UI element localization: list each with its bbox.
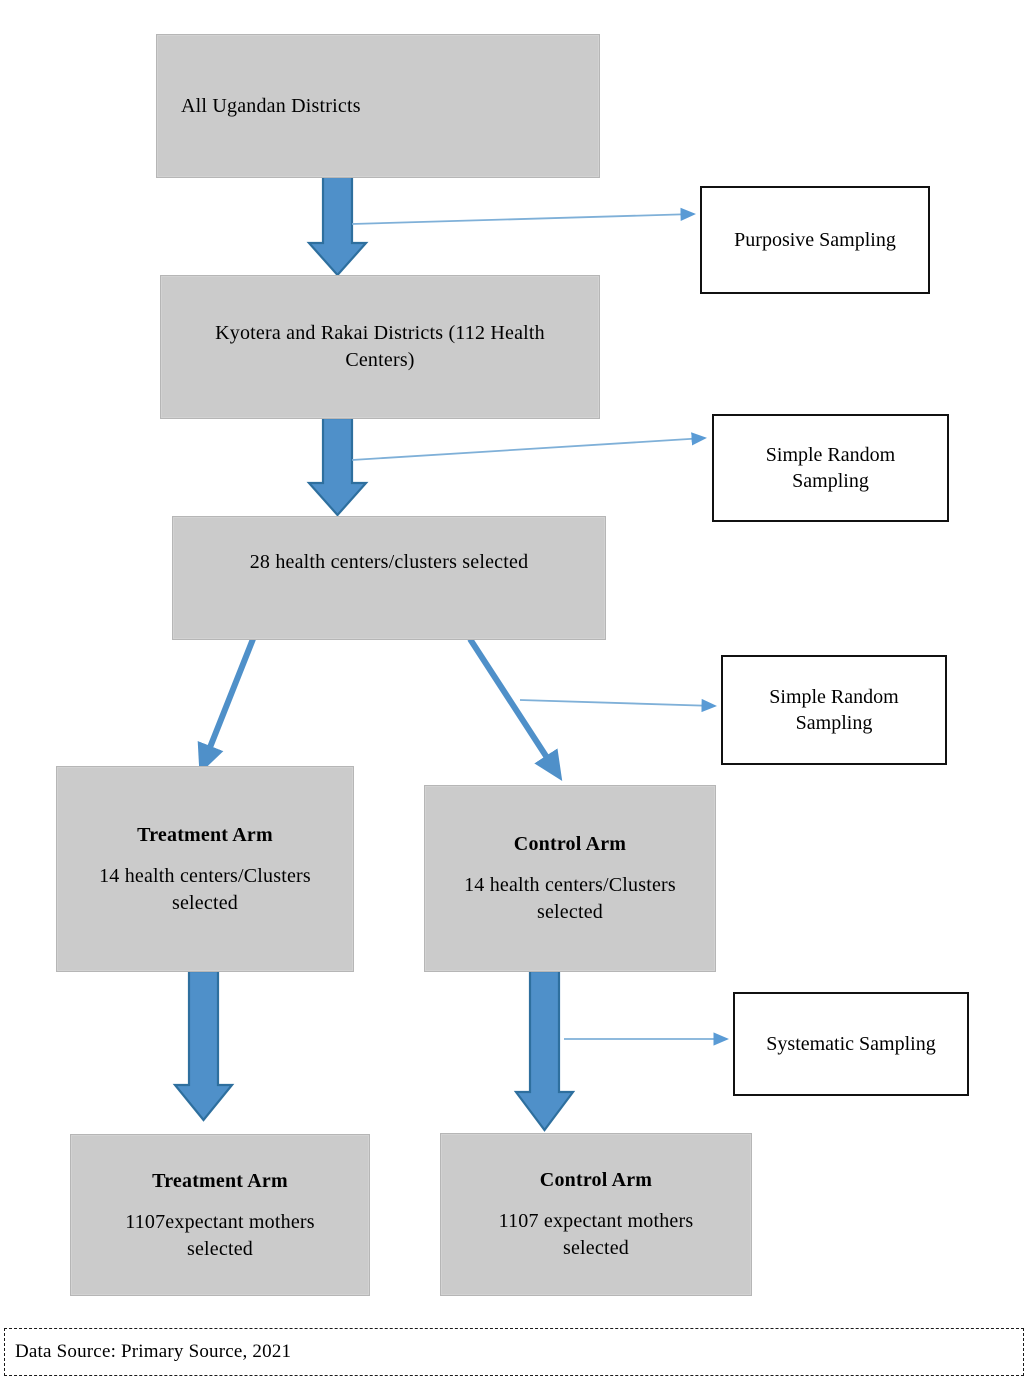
sampling-box-simple-random-1-line-1: Simple Random	[765, 444, 896, 466]
block-arrow-kyotera-to-clusters	[306, 416, 369, 517]
node-control-arm-clusters-heading: Control Arm	[513, 833, 627, 855]
thin-arrow-to-purposive-sampling	[351, 207, 696, 225]
node-28-clusters-selected: 28 health centers/clusters selected	[172, 516, 606, 640]
node-control-arm-clusters-line-2: selected	[536, 901, 603, 923]
node-treatment-arm-clusters-heading: Treatment Arm	[137, 823, 273, 846]
node-control-arm-mothers-line-1: 1107 expectant mothers	[498, 1210, 694, 1232]
block-arrow-districts-to-kyotera	[306, 174, 369, 277]
node-control-arm-mothers: Control Arm 1107 expectant mothers selec…	[440, 1133, 752, 1296]
node-treatment-arm-mothers: Treatment Arm 1107expectant mothers sele…	[70, 1134, 370, 1296]
sampling-box-simple-random-2: Simple Random Sampling	[721, 655, 947, 765]
node-treatment-arm-clusters-line-1: 14 health centers/Clusters	[99, 864, 311, 887]
line-arrow-clusters-to-treatment	[197, 637, 256, 774]
node-treatment-arm-mothers-heading: Treatment Arm	[152, 1169, 288, 1192]
node-kyotera-rakai-districts-line-2: Centers)	[345, 349, 415, 371]
node-treatment-arm-mothers-line-1: 1107expectant mothers	[125, 1210, 315, 1233]
sampling-box-systematic: Systematic Sampling	[733, 992, 969, 1096]
block-arrow-treatment-to-mothers	[172, 969, 235, 1122]
thin-arrow-to-simple-random-1	[351, 432, 707, 461]
node-control-arm-clusters-line-1: 14 health centers/Clusters	[464, 874, 676, 896]
data-source-note-text: Data Source: Primary Source, 2021	[15, 1341, 292, 1362]
sampling-box-simple-random-2-line-2: Sampling	[795, 712, 873, 734]
node-kyotera-rakai-districts: Kyotera and Rakai Districts (112 Health …	[160, 275, 600, 419]
sampling-box-purposive-line-1: Purposive Sampling	[734, 229, 896, 251]
node-treatment-arm-clusters-line-2: selected	[171, 891, 238, 914]
sampling-box-simple-random-2-line-1: Simple Random	[769, 686, 899, 708]
line-arrow-clusters-to-control	[467, 637, 563, 782]
node-kyotera-rakai-districts-line-1: Kyotera and Rakai Districts (112 Health	[215, 322, 545, 344]
node-all-ugandan-districts: All Ugandan Districts	[156, 34, 600, 178]
sampling-box-systematic-line-1: Systematic Sampling	[766, 1033, 936, 1055]
sampling-box-simple-random-1: Simple Random Sampling	[712, 414, 949, 522]
sampling-box-simple-random-1-line-2: Sampling	[792, 470, 869, 492]
node-28-clusters-selected-line-1: 28 health centers/clusters selected	[249, 551, 529, 573]
node-treatment-arm-clusters: Treatment Arm 14 health centers/Clusters…	[56, 766, 354, 972]
block-arrow-control-to-mothers	[513, 969, 576, 1132]
data-source-note: Data Source: Primary Source, 2021	[4, 1328, 1024, 1376]
node-treatment-arm-mothers-line-2: selected	[186, 1237, 253, 1260]
node-control-arm-mothers-line-2: selected	[562, 1237, 629, 1259]
node-control-arm-clusters: Control Arm 14 health centers/Clusters s…	[424, 785, 716, 972]
sampling-box-purposive: Purposive Sampling	[700, 186, 930, 294]
node-control-arm-mothers-heading: Control Arm	[539, 1169, 653, 1191]
node-all-ugandan-districts-line-1: All Ugandan Districts	[181, 94, 361, 117]
thin-arrow-to-simple-random-2	[519, 698, 717, 713]
